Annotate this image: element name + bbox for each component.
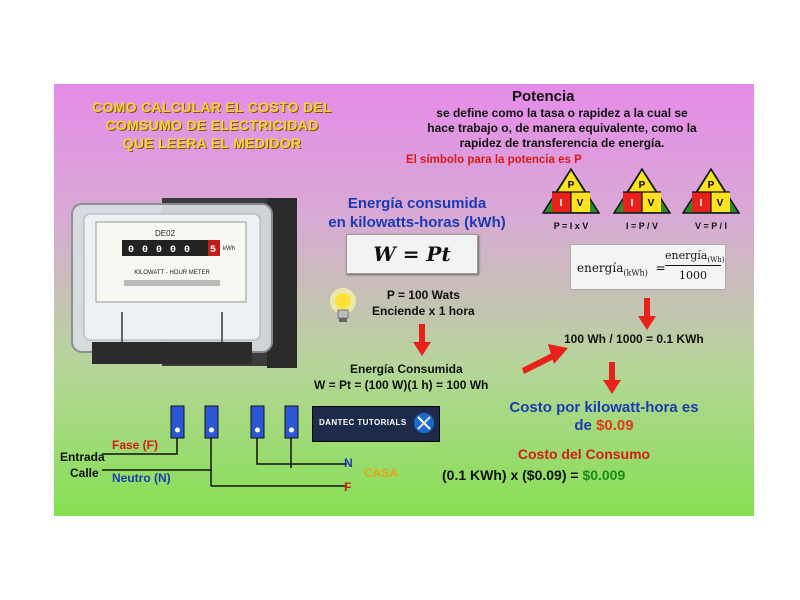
triangle-p: P I V P = I x V	[541, 167, 601, 231]
costo-eq-result: $0.009	[582, 467, 626, 483]
title-line-1: COMO CALCULAR EL COSTO DEL	[92, 99, 332, 115]
costo-kwh: Costo por kilowatt-hora es de $0.09	[474, 399, 734, 435]
arrow-down-costo-icon	[603, 362, 621, 394]
light-bulb	[328, 288, 358, 333]
tools-icon	[414, 413, 434, 433]
costo-consumo-label: Costo del Consumo	[517, 446, 651, 462]
potencia-symbol-note: El símbolo para la potencia es P	[406, 154, 582, 166]
conversion-left-sub: (kWh)	[623, 268, 648, 278]
meter-digit-3: 0	[156, 245, 162, 256]
piv-triangle-icon: P I V	[681, 167, 741, 214]
bulb-info: P = 100 Wats Enciende x 1 hora	[372, 287, 475, 319]
consumida-equation: W = Pt = (100 W)(1 h) = 100 Wh	[314, 378, 489, 392]
conversion-result: 100 Wh / 1000 = 0.1 KWh	[564, 332, 704, 346]
arrows-layer	[413, 298, 656, 394]
n-label: N	[344, 456, 353, 470]
formula-p: P = I x V	[553, 221, 589, 231]
triangle-p-top: P	[568, 180, 575, 191]
f-label: F	[344, 480, 352, 494]
conversion-numerator: energía(Wh)	[665, 249, 725, 267]
potencia-heading: Potencia	[512, 88, 575, 105]
triangle-p-left: I	[560, 198, 563, 209]
meter-unit: kWh	[223, 246, 235, 252]
conversion-eq: =	[655, 261, 666, 275]
triangle-i: P I V I = P / V	[612, 167, 672, 231]
energia-line-1: Energía consumida	[347, 195, 487, 212]
potencia-definition: se define como la tasa o rapidez a la cu…	[372, 106, 752, 151]
meter-digit-2: 0	[142, 245, 148, 256]
formula-w-pt: W = Pt	[346, 234, 478, 274]
triangle-i-right: V	[648, 198, 655, 209]
costo-kwh-line-2: de $0.09	[474, 417, 734, 435]
entrada-label: Entrada	[60, 450, 105, 464]
meter-digit-5: 0	[184, 245, 190, 256]
potencia-line-2: hace trabajo o, de manera equivalente, c…	[427, 121, 697, 135]
bulb-power: P = 100 Wats	[386, 288, 460, 302]
conversion-left: energía(kWh) =	[577, 261, 666, 277]
meter-digit-1: 0	[128, 245, 134, 256]
conversion-left-word: energía	[577, 261, 624, 275]
triangle-i-top: P	[639, 180, 646, 191]
costo-consumo-equation: (0.1 KWh) x ($0.09) = $0.009	[442, 467, 625, 483]
meter-terminals	[170, 405, 299, 439]
potencia-line-1: se define como la tasa o rapidez a la cu…	[436, 106, 688, 120]
formula-i: I = P / V	[625, 221, 659, 231]
costo-kwh-line-1: Costo por kilowatt-hora es	[509, 399, 699, 416]
conversion-num-sub: (Wh)	[707, 256, 725, 265]
lightbulb-icon	[330, 288, 356, 322]
conversion-denominator: 1000	[679, 269, 707, 282]
costo-kwh-price: $0.09	[596, 417, 634, 434]
arrow-down-conversion-icon	[638, 298, 656, 330]
bulb-duration: Enciende x 1 hora	[372, 304, 475, 318]
energia-heading: Energía consumida en kilowatts-horas (kW…	[302, 194, 532, 232]
dantec-logo: DANTEC TUTORIALS	[312, 406, 440, 442]
meter-digit-6: 5	[210, 245, 216, 256]
meter-digit-4: 0	[170, 245, 176, 256]
electric-meter: DE02 0 0 0 0 0 5 kWh KILOWATT - HOUR MET…	[62, 192, 302, 387]
fase-label: Fase (F)	[112, 438, 159, 452]
infographic-canvas: COMO CALCULAR EL COSTO DEL COMSUMO DE EL…	[54, 84, 754, 516]
triangle-v-right: V	[717, 198, 724, 209]
energy-conversion-box: energía(kWh) = energía(Wh) 1000	[570, 244, 726, 290]
piv-triangle-icon: P I V	[541, 167, 601, 214]
triangle-i-left: I	[631, 198, 634, 209]
triangle-v-top: P	[708, 180, 715, 191]
energia-line-2: en kilowatts-horas (kWh)	[328, 214, 506, 231]
meter-brand: DE02	[155, 229, 176, 238]
arrow-down-consumida-icon	[413, 324, 431, 356]
triangle-v: P I V V = P / I	[681, 167, 741, 231]
electric-meter-icon: DE02 0 0 0 0 0 5 kWh KILOWATT - HOUR MET…	[71, 198, 297, 368]
title-line-3: QUE LEERA EL MEDIDOR	[122, 135, 302, 151]
consumida-label: Energía Consumida	[350, 362, 463, 376]
neutro-label: Neutro (N)	[112, 471, 171, 485]
formula-v: V = P / I	[694, 221, 728, 231]
casa-label: CASA	[364, 466, 399, 480]
title-line-2: COMSUMO DE ELECTRICIDAD	[105, 117, 319, 133]
meter-label: KILOWATT - HOUR METER	[134, 270, 210, 276]
calle-label: Calle	[70, 466, 99, 480]
wiring-diagram	[102, 405, 347, 487]
costo-eq-prefix: (0.1 KWh) x ($0.09) =	[442, 467, 583, 483]
main-title: COMO CALCULAR EL COSTO DEL COMSUMO DE EL…	[62, 98, 362, 152]
arrow-up-right-icon	[522, 344, 568, 374]
piv-triangle-icon: P I V	[612, 167, 672, 214]
conversion-num-word: energía	[665, 249, 708, 262]
potencia-line-3: rapidez de transferencia de energía.	[459, 136, 665, 150]
dantec-logo-text: DANTEC TUTORIALS	[319, 418, 407, 427]
triangle-p-right: V	[577, 198, 584, 209]
costo-kwh-prefix: de	[574, 417, 597, 434]
triangle-v-left: I	[700, 198, 703, 209]
